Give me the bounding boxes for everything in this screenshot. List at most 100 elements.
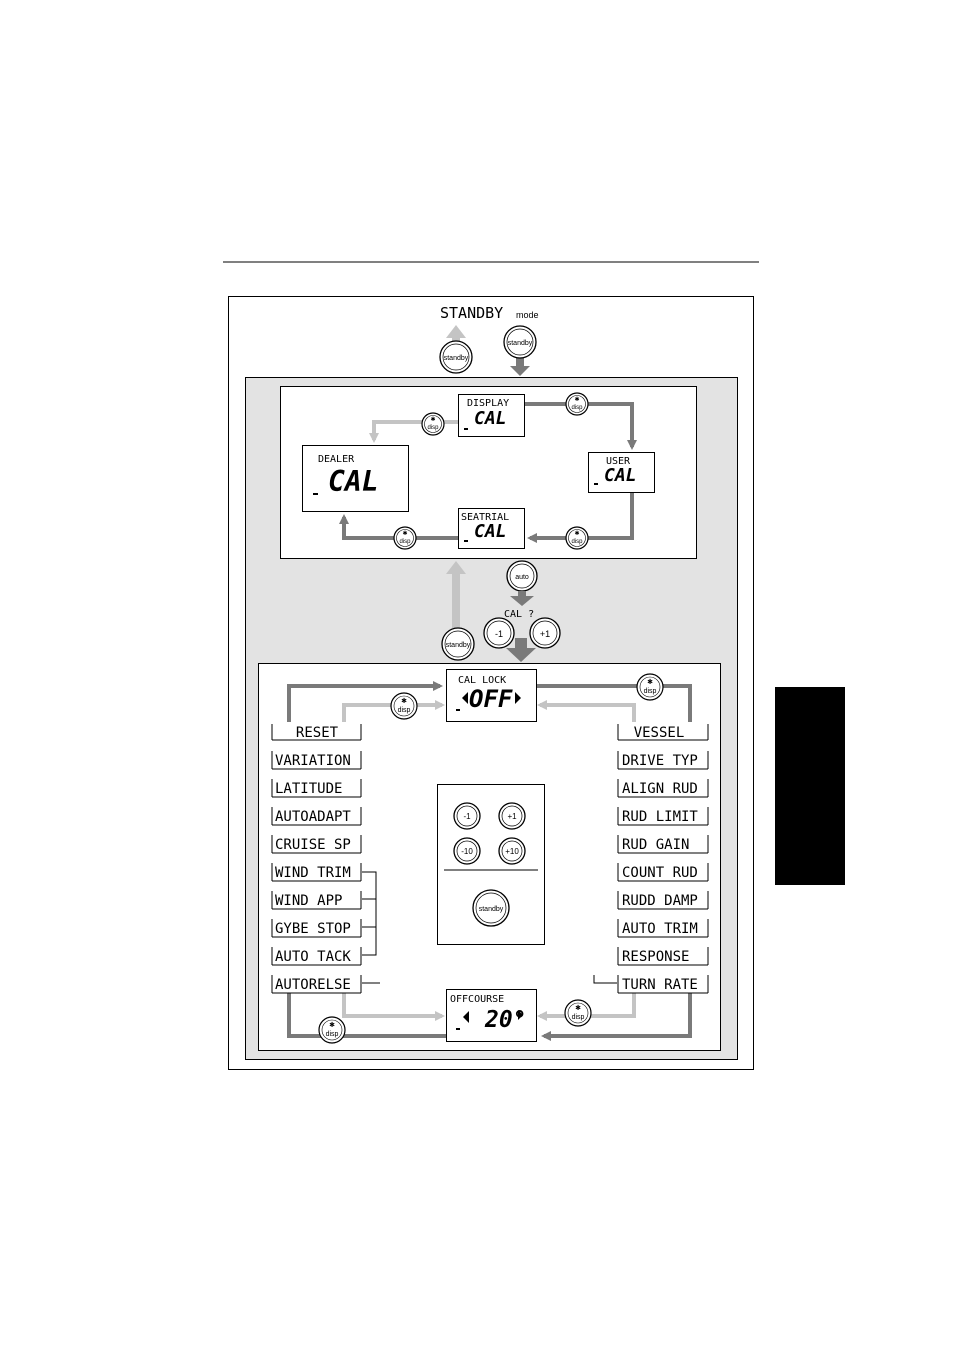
svg-text:RUD LIMIT: RUD LIMIT — [622, 809, 698, 825]
standby-enter-button[interactable]: standby — [503, 325, 537, 359]
svg-text:CAL: CAL — [474, 521, 507, 542]
svg-text:DRIVE TYP: DRIVE TYP — [622, 753, 698, 769]
svg-text:AUTO TRIM: AUTO TRIM — [622, 921, 698, 937]
svg-text:+10: +10 — [505, 847, 519, 856]
light-icon: ✱ — [329, 1021, 335, 1029]
dealer-cal-screen: DEALER CAL — [302, 445, 409, 512]
right-menu-item[interactable]: AUTO TRIM — [617, 919, 709, 937]
svg-text:RUDD DAMP: RUDD DAMP — [622, 893, 698, 909]
left-menu-item[interactable]: CRUISE SP — [271, 835, 362, 853]
auto-down-arrow — [510, 591, 534, 606]
right-menu-item[interactable]: RUD GAIN — [617, 835, 709, 853]
auto-button[interactable]: auto — [506, 560, 538, 592]
right-menu-item[interactable]: DRIVE TYP — [617, 751, 709, 769]
right-menu-item[interactable]: COUNT RUD — [617, 863, 709, 881]
svg-text:disp: disp — [399, 539, 411, 545]
disp-button-top-left[interactable]: ✱ disp — [421, 412, 445, 436]
left-menu-item[interactable]: AUTORELSE — [271, 975, 362, 993]
svg-text:disp: disp — [644, 688, 657, 695]
left-menu-item[interactable]: AUTOADAPT — [271, 807, 362, 825]
svg-text:OFF: OFF — [469, 685, 513, 713]
svg-text:-1: -1 — [495, 629, 503, 639]
exit-up-arrow — [446, 325, 466, 344]
section-tab — [775, 687, 845, 885]
arrow-right-icon — [515, 692, 521, 704]
disp-button-menu-top-right[interactable]: ✱ disp — [636, 673, 664, 701]
seatrial-cal-screen: SEATRIAL CAL — [458, 508, 525, 549]
arrow-display-to-user — [524, 402, 637, 450]
plus1-button[interactable]: +1 — [529, 617, 561, 649]
svg-text:CAL: CAL — [474, 408, 507, 429]
cal-lock-screen: CAL LOCK OFF — [446, 669, 537, 722]
keypad-minus1-button[interactable]: -1 — [453, 802, 481, 830]
svg-text:CAL: CAL — [604, 465, 637, 486]
standby-mode-suffix: mode — [516, 310, 539, 320]
svg-text:standby: standby — [444, 355, 469, 362]
offcourse-screen: OFFCOURSE 20° — [446, 989, 537, 1042]
arrow-callock-to-right — [536, 684, 692, 722]
svg-text:disp: disp — [571, 539, 583, 545]
left-menu-item[interactable]: GYBE STOP — [271, 919, 362, 937]
svg-text:-10: -10 — [461, 847, 473, 856]
right-menu-item[interactable]: ALIGN RUD — [617, 779, 709, 797]
right-menu-item[interactable]: VESSEL — [617, 724, 709, 741]
left-menu-item[interactable]: LATITUDE — [271, 779, 362, 797]
left-menu-item[interactable]: WIND APP — [271, 891, 362, 909]
left-menu-item[interactable]: AUTO TACK — [271, 947, 362, 965]
right-menu-item[interactable]: RUDD DAMP — [617, 891, 709, 909]
arrow-seatrial-to-dealer — [339, 514, 458, 540]
cal-prompt: CAL ? — [504, 609, 534, 620]
standby-exit-button[interactable]: standby — [439, 340, 473, 374]
svg-text:TURN RATE: TURN RATE — [622, 977, 698, 993]
wind-group-bracket — [362, 871, 377, 956]
svg-text:disp: disp — [571, 405, 583, 411]
svg-text:standby: standby — [508, 340, 533, 347]
keypad-plus1-button[interactable]: +1 — [498, 802, 526, 830]
arrow-left-to-callock — [287, 681, 443, 722]
svg-text:WIND TRIM: WIND TRIM — [275, 865, 351, 881]
disp-button-menu-top-left[interactable]: ✱ disp — [390, 692, 418, 720]
svg-text:+1: +1 — [540, 629, 550, 639]
svg-text:RESPONSE: RESPONSE — [622, 949, 689, 965]
minus1-button[interactable]: -1 — [483, 617, 515, 649]
svg-text:standby: standby — [479, 906, 504, 913]
standby-mode-title: STANDBY — [440, 304, 503, 322]
light-icon: ✱ — [574, 530, 579, 537]
arrow-user-to-seatrial — [527, 492, 634, 543]
disp-button-bottom-right[interactable]: ✱ disp — [565, 526, 589, 550]
disp-button-menu-bottom-left[interactable]: ✱ disp — [318, 1016, 346, 1044]
return-up-arrow — [446, 561, 466, 628]
svg-text:RUD GAIN: RUD GAIN — [622, 837, 689, 853]
svg-text:GYBE STOP: GYBE STOP — [275, 921, 351, 937]
svg-text:VESSEL: VESSEL — [634, 725, 685, 741]
left-menu-item[interactable]: WIND TRIM — [271, 863, 362, 881]
arrow-left-icon — [462, 692, 468, 704]
right-menu-item[interactable]: RUD LIMIT — [617, 807, 709, 825]
svg-text:disp: disp — [398, 707, 411, 714]
disp-button-top-right[interactable]: ✱ disp — [565, 392, 589, 416]
standby-return-button[interactable]: standby — [441, 627, 475, 661]
arrow-left-icon — [463, 1011, 469, 1023]
confirm-down-arrow — [506, 638, 536, 662]
svg-text:AUTORELSE: AUTORELSE — [275, 977, 351, 993]
svg-text:DISPLAY: DISPLAY — [467, 398, 509, 409]
disp-button-bottom-left[interactable]: ✱ disp — [393, 526, 417, 550]
keypad-minus10-button[interactable]: -10 — [453, 837, 481, 865]
light-icon: ✱ — [574, 396, 579, 403]
left-menu-item[interactable]: VARIATION — [271, 751, 362, 769]
disp-button-menu-bottom-right[interactable]: ✱ disp — [564, 999, 592, 1027]
svg-text:AUTOADAPT: AUTOADAPT — [275, 809, 351, 825]
svg-text:DEALER: DEALER — [318, 454, 355, 465]
arrow-right-icon — [518, 1010, 523, 1020]
keypad-standby-button[interactable]: standby — [472, 889, 510, 927]
right-menu-item[interactable]: TURN RATE — [617, 975, 709, 993]
arrow-right-light-to-callock — [537, 700, 636, 722]
keypad-plus10-button[interactable]: +10 — [498, 837, 526, 865]
svg-text:WIND APP: WIND APP — [275, 893, 342, 909]
light-icon: ✱ — [402, 530, 407, 537]
right-menu-item[interactable]: RESPONSE — [617, 947, 709, 965]
svg-text:VARIATION: VARIATION — [275, 753, 351, 769]
svg-text:standby: standby — [446, 642, 471, 649]
turnrate-connector — [593, 975, 617, 984]
